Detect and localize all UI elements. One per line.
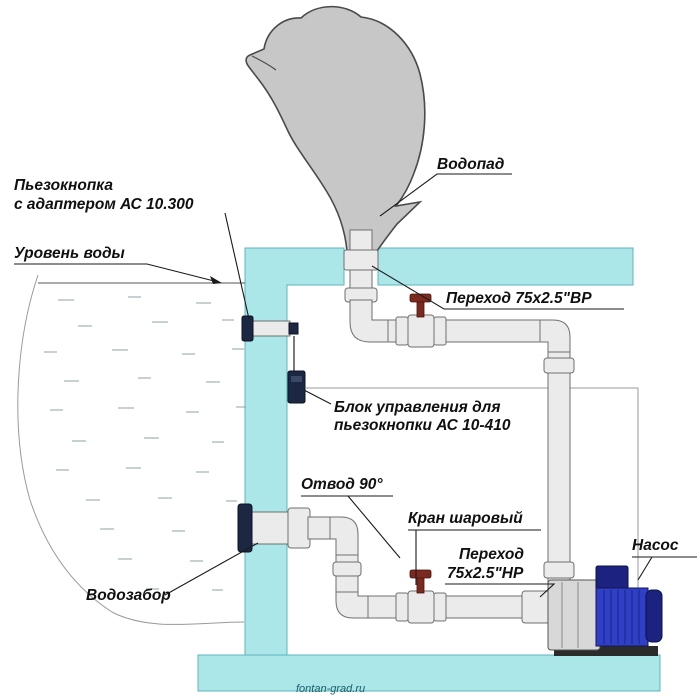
upper-valve-handle <box>409 293 432 303</box>
leader-adapter-bottom <box>445 583 556 598</box>
lower-left-elbow <box>335 591 373 619</box>
leader-lines <box>14 173 697 598</box>
label-water-level: Уровень воды <box>14 245 125 262</box>
label-adapter-top: Переход 75х2.5"ВР <box>446 290 592 307</box>
pool-basin <box>17 274 246 625</box>
pump-head <box>547 579 601 651</box>
intake-flange <box>237 503 253 553</box>
basin-outline <box>17 274 245 625</box>
waterfall-sculpture <box>245 5 426 252</box>
watermark-text: fontan-grad.ru <box>296 683 365 695</box>
intake-body <box>251 511 291 545</box>
lower-pipe-run <box>237 503 551 624</box>
control-unit-light <box>291 376 302 382</box>
label-pump: Насос <box>632 537 679 554</box>
label-waterfall: Водопад <box>437 156 505 173</box>
pool-floor <box>197 654 661 692</box>
pool-wall <box>244 247 345 656</box>
lower-valve-handle <box>409 569 432 579</box>
control-unit-box <box>287 370 306 404</box>
equipment-room-boundary <box>306 387 639 655</box>
pump-end-cap <box>645 589 663 643</box>
pump-terminal-box <box>595 565 629 591</box>
leader-water-level <box>14 263 219 283</box>
pump-motor-ribs <box>603 590 640 644</box>
leader-adapter-top <box>371 265 624 310</box>
riser-coupler <box>543 357 575 374</box>
label-piezo-line2: с адаптером АС 10.300 <box>14 196 194 213</box>
label-adapter-bottom-line2: 75х2.5"НР <box>447 565 524 582</box>
lower-upper-elbow <box>329 516 359 561</box>
dolphin-spout <box>245 5 426 252</box>
down-coupler <box>332 561 362 577</box>
leader-piezo <box>224 212 250 320</box>
valve-flange <box>433 592 447 622</box>
leader-elbow <box>347 495 401 559</box>
adapter-vr-fitting <box>343 249 379 271</box>
label-control-line2: пьезокнопки АС 10-410 <box>334 417 511 434</box>
water-level-arrowhead <box>210 276 222 284</box>
pump-outlet-union <box>543 561 575 579</box>
labels: Водопад Пьезокнопка с адаптером АС 10.30… <box>14 156 679 695</box>
lower-horizontal-pipe <box>367 595 549 619</box>
piezo-assembly <box>241 315 306 404</box>
label-intake: Водозабор <box>86 587 171 604</box>
leader-waterfall <box>379 173 512 217</box>
label-piezo-line1: Пьезокнопка <box>14 177 113 194</box>
piezo-adapter-body <box>251 320 291 337</box>
valve-flange <box>395 592 409 622</box>
upper-left-elbow <box>349 299 393 343</box>
adapter-nr-fitting <box>521 590 551 624</box>
label-ball-valve: Кран шаровый <box>408 510 523 527</box>
upper-ball-valve-body <box>407 314 435 348</box>
riser-pipe <box>547 351 571 583</box>
intake-nut <box>287 507 311 549</box>
label-adapter-bottom-line1: Переход <box>459 546 524 563</box>
water-ripples <box>44 296 246 591</box>
spout-mouth-line <box>251 55 277 71</box>
piezo-button <box>241 315 254 342</box>
leader-pump <box>637 556 653 581</box>
valve-flange <box>433 316 447 346</box>
label-control-line1: Блок управления для <box>334 399 500 416</box>
pool-structure <box>197 247 661 692</box>
valve-flange <box>395 316 409 346</box>
label-elbow: Отвод 90° <box>301 476 383 493</box>
piezo-back-cap <box>288 322 299 335</box>
pool-deck <box>377 247 634 286</box>
pump-base <box>554 646 658 656</box>
leader-control-unit <box>303 389 332 405</box>
leader-intake <box>164 542 259 596</box>
pump <box>547 565 663 656</box>
pump-motor <box>595 587 649 647</box>
upper-pipe-run <box>343 229 575 583</box>
lower-ball-valve-body <box>407 590 435 624</box>
